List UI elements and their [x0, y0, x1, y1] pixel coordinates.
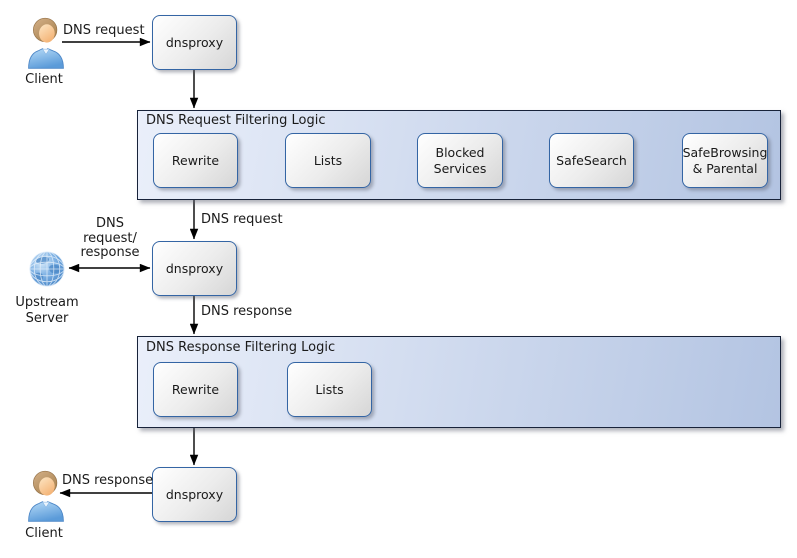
- edge-label-upstream-exchange: DNS request/ response: [80, 216, 140, 261]
- edge-label-proxy-to-client: DNS response: [62, 473, 154, 488]
- node-dnsproxy-bottom: dnsproxy: [152, 467, 237, 522]
- client-bottom-icon: [24, 469, 68, 527]
- filter-box-rewrite-response: Rewrite: [153, 362, 238, 417]
- filter-box-rewrite: Rewrite: [153, 133, 238, 188]
- edge-label-proxy-to-filter: DNS response: [201, 304, 293, 319]
- filter-box-lists: Lists: [285, 133, 371, 188]
- upstream-server-icon: [27, 249, 67, 293]
- client-bottom-label: Client: [25, 526, 63, 541]
- edge-label-client-to-proxy: DNS request: [63, 23, 145, 38]
- filter-box-safesearch: SafeSearch: [549, 133, 634, 188]
- filter-box-lists-response: Lists: [287, 362, 372, 417]
- response-filtering-title: DNS Response Filtering Logic: [146, 340, 336, 355]
- upstream-server-label: Upstream Server: [15, 295, 79, 326]
- request-filtering-title: DNS Request Filtering Logic: [146, 113, 326, 128]
- client-top-icon: [24, 16, 68, 74]
- filter-box-safebrowsing-parental: SafeBrowsing & Parental: [682, 133, 768, 188]
- response-filtering-container: [137, 336, 781, 428]
- node-dnsproxy-top: dnsproxy: [152, 15, 237, 70]
- edge-label-filter-to-proxy: DNS request: [201, 212, 283, 227]
- filter-box-blocked-services: Blocked Services: [417, 133, 503, 188]
- node-dnsproxy-mid: dnsproxy: [152, 241, 237, 296]
- client-top-label: Client: [25, 72, 63, 87]
